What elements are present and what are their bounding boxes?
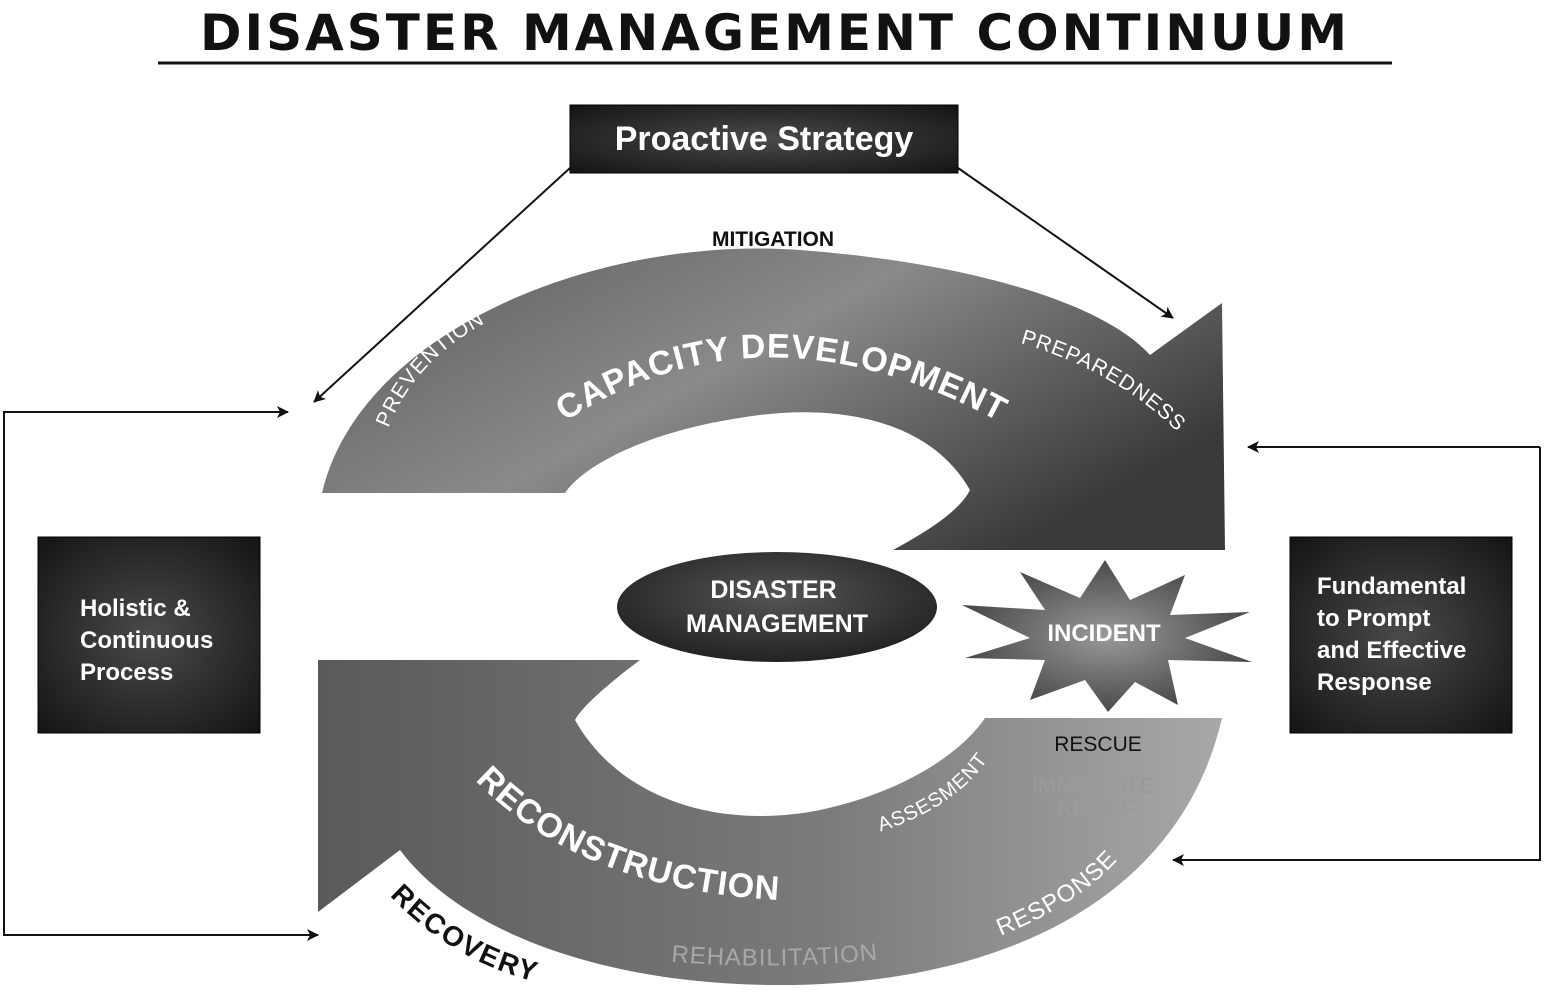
proactive-to-preparedness-arrow	[957, 167, 1174, 319]
incident-starburst	[962, 560, 1252, 712]
fundamental-response-label: Fundamental to Prompt and Effective Resp…	[1317, 573, 1473, 696]
incident-label: INCIDENT	[1047, 620, 1161, 647]
mitigation-label: MITIGATION	[712, 228, 834, 251]
holistic-process-box	[37, 536, 261, 734]
holistic-process-label: Holistic & Continuous Process	[80, 595, 220, 686]
immediate-relief-label: IMMEDIATE RELIEF	[1032, 773, 1160, 821]
disaster-management-ellipse	[617, 552, 937, 662]
diagram-title: DISASTER MANAGEMENT CONTINUUM	[200, 4, 1350, 62]
rescue-label: RESCUE	[1054, 733, 1142, 756]
proactive-strategy-label: Proactive Strategy	[615, 120, 914, 158]
proactive-to-prevention-arrow	[313, 167, 571, 403]
bottom-cycle-arrow	[318, 660, 1222, 985]
right-loop-connector	[1172, 447, 1541, 866]
proactive-strategy-box	[569, 104, 959, 174]
disaster-management-label: DISASTER MANAGEMENT	[686, 576, 868, 638]
top-cycle-arrow	[322, 248, 1225, 550]
left-loop-connector	[3, 406, 318, 936]
fundamental-response-box	[1289, 536, 1513, 734]
